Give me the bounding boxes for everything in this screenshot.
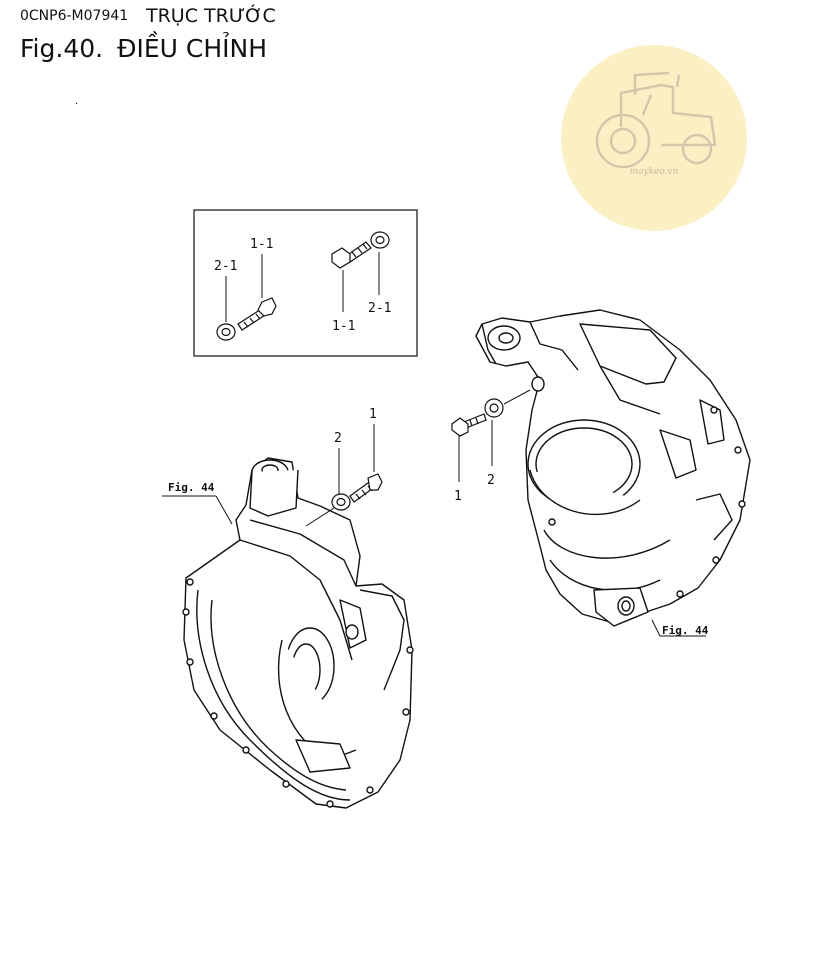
right-leaders (458, 389, 706, 637)
inset-bolt-left (237, 297, 277, 331)
figure-name: ĐIỀU CHỈNH (117, 34, 268, 63)
left-fig-ref: Fig. 44 (168, 481, 215, 494)
right-fig-ref: Fig. 44 (662, 624, 709, 637)
right-bolt (451, 413, 487, 437)
inset-bolt-right (331, 241, 372, 269)
right-housing (475, 309, 751, 627)
left-housing (182, 457, 414, 809)
inset-leaders (225, 252, 380, 322)
inset-washer-left (216, 323, 236, 341)
left-label-1: 1 (369, 407, 377, 422)
tractor-icon (595, 71, 717, 169)
left-bolt (349, 473, 383, 503)
inset-washer-right (370, 231, 390, 249)
logo-text: maykeo.vn (629, 167, 679, 177)
stray-dot: . (75, 96, 79, 107)
header-title: TRỤC TRƯỚC (146, 5, 276, 27)
figure-title: Fig.40. ĐIỀU CHỈNH (20, 34, 267, 63)
inset-label-2-1-left: 2-1 (214, 259, 237, 274)
inset-label-1-1-top: 1-1 (250, 237, 273, 252)
right-label-2: 2 (487, 473, 495, 488)
watermark-logo: maykeo.vn (561, 45, 747, 231)
header-code: 0CNP6-M07941 (20, 8, 129, 24)
left-leaders (162, 424, 375, 527)
left-washer (331, 493, 351, 511)
inset-label-2-1-right: 2-1 (368, 301, 391, 316)
figure-number: Fig.40. (20, 34, 104, 63)
right-washer (484, 398, 504, 418)
inset-box (193, 209, 418, 357)
inset-label-1-1-bottom: 1-1 (332, 319, 355, 334)
left-label-2: 2 (334, 431, 342, 446)
right-label-1: 1 (454, 489, 462, 504)
